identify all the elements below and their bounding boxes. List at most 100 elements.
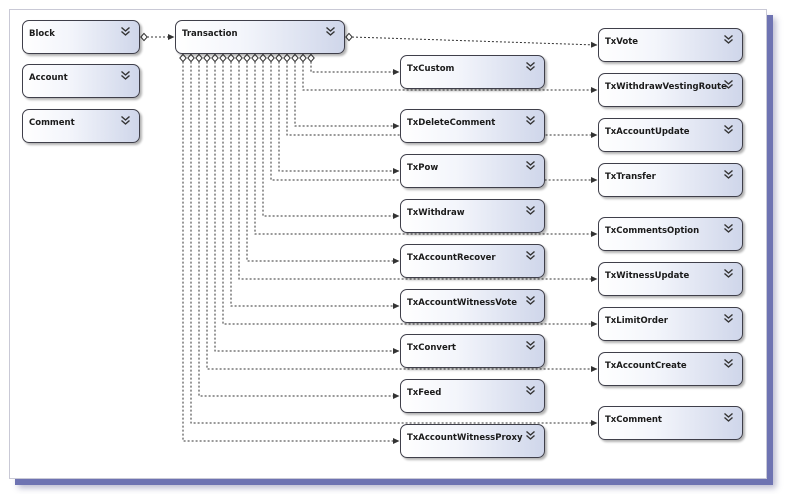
node-tx-comment-label: TxComment [605, 415, 662, 425]
connector-transaction-tx-feed [198, 61, 400, 399]
node-tx-vote-label: TxVote [605, 37, 639, 47]
connector-transaction-tx-pow [278, 61, 400, 174]
node-block-label: Block [29, 29, 55, 39]
node-tx-account-update[interactable]: TxAccountUpdate [598, 118, 743, 152]
double-chevron-down-icon[interactable] [723, 169, 734, 180]
double-chevron-down-icon[interactable] [525, 385, 536, 396]
node-tx-comment[interactable]: TxComment [598, 406, 743, 440]
double-chevron-down-icon[interactable] [723, 412, 734, 423]
double-chevron-down-icon[interactable] [525, 340, 536, 351]
connector-transaction-tx-vote [351, 36, 598, 48]
node-comment-label: Comment [29, 118, 75, 128]
aggregation-diamond-tx-convert [211, 53, 219, 63]
aggregation-diamond-tx-withdraw [259, 53, 267, 63]
aggregation-diamond-tx-comment [187, 53, 195, 63]
aggregation-diamond-tx-account-recover [243, 53, 251, 63]
node-transaction[interactable]: Transaction [175, 20, 345, 54]
aggregation-diamond-tx-pow [275, 53, 283, 63]
aggregation-diamond-tx-transfer [267, 53, 275, 63]
node-tx-convert[interactable]: TxConvert [400, 334, 545, 368]
connector-transaction-tx-withdraw-vesting-route [302, 61, 598, 93]
aggregation-diamond-tx-account-update [283, 53, 291, 63]
connector-transaction-tx-witness-update [238, 61, 598, 282]
double-chevron-down-icon[interactable] [525, 430, 536, 441]
node-tx-withdraw-label: TxWithdraw [407, 208, 465, 218]
node-tx-pow-label: TxPow [407, 163, 439, 173]
double-chevron-down-icon[interactable] [723, 313, 734, 324]
node-tx-comments-option-label: TxCommentsOption [605, 226, 700, 236]
node-tx-account-witness-proxy[interactable]: TxAccountWitnessProxy [400, 424, 545, 458]
double-chevron-down-icon[interactable] [525, 160, 536, 171]
node-tx-account-witness-vote-label: TxAccountWitnessVote [407, 298, 518, 308]
node-tx-account-create-label: TxAccountCreate [605, 361, 687, 371]
connector-transaction-tx-limit-order [222, 61, 598, 327]
node-tx-delete-comment-label: TxDeleteComment [407, 118, 496, 128]
node-tx-account-update-label: TxAccountUpdate [605, 127, 690, 137]
connector-transaction-tx-convert [214, 61, 400, 354]
node-tx-delete-comment[interactable]: TxDeleteComment [400, 109, 545, 143]
double-chevron-down-icon[interactable] [723, 34, 734, 45]
double-chevron-down-icon[interactable] [723, 79, 734, 90]
node-tx-withdraw-vesting-route[interactable]: TxWithdrawVestingRoute [598, 73, 743, 107]
node-tx-feed-label: TxFeed [407, 388, 442, 398]
aggregation-diamond-tx-custom [307, 53, 315, 63]
connector-transaction-tx-comment [190, 61, 598, 426]
double-chevron-down-icon[interactable] [723, 358, 734, 369]
connector-transaction-tx-custom [310, 61, 400, 75]
double-chevron-down-icon[interactable] [723, 268, 734, 279]
double-chevron-down-icon[interactable] [525, 61, 536, 72]
node-tx-custom-label: TxCustom [407, 64, 455, 74]
node-tx-witness-update[interactable]: TxWitnessUpdate [598, 262, 743, 296]
double-chevron-down-icon[interactable] [723, 223, 734, 234]
node-tx-transfer-label: TxTransfer [605, 172, 656, 182]
node-tx-limit-order[interactable]: TxLimitOrder [598, 307, 743, 341]
double-chevron-down-icon[interactable] [525, 295, 536, 306]
connector-transaction-tx-account-witness-vote [230, 61, 400, 309]
aggregation-diamond-tx-delete-comment [291, 53, 299, 63]
connector-transaction-tx-withdraw [262, 61, 400, 219]
node-tx-account-recover[interactable]: TxAccountRecover [400, 244, 545, 278]
node-comment[interactable]: Comment [22, 109, 140, 143]
node-block[interactable]: Block [22, 20, 140, 54]
node-tx-vote[interactable]: TxVote [598, 28, 743, 62]
aggregation-diamond-tx-comments-option [251, 53, 259, 63]
node-tx-pow[interactable]: TxPow [400, 154, 545, 188]
double-chevron-down-icon[interactable] [723, 124, 734, 135]
node-account-label: Account [29, 73, 68, 83]
connector-transaction-tx-account-recover [246, 61, 400, 264]
node-tx-account-witness-proxy-label: TxAccountWitnessProxy [407, 433, 523, 443]
node-tx-custom[interactable]: TxCustom [400, 55, 545, 89]
aggregation-diamond-transaction-right [345, 32, 353, 42]
connector-transaction-tx-comments-option [254, 61, 598, 237]
node-tx-limit-order-label: TxLimitOrder [605, 316, 668, 326]
aggregation-diamond-tx-account-create [203, 53, 211, 63]
double-chevron-down-icon[interactable] [525, 115, 536, 126]
aggregation-diamond-tx-limit-order [219, 53, 227, 63]
aggregation-diamond-tx-witness-update [235, 53, 243, 63]
node-tx-withdraw[interactable]: TxWithdraw [400, 199, 545, 233]
aggregation-diamond-block [140, 32, 148, 42]
aggregation-diamond-tx-account-witness-vote [227, 53, 235, 63]
node-tx-convert-label: TxConvert [407, 343, 456, 353]
double-chevron-down-icon[interactable] [120, 70, 131, 81]
double-chevron-down-icon[interactable] [525, 205, 536, 216]
double-chevron-down-icon[interactable] [120, 26, 131, 37]
double-chevron-down-icon[interactable] [325, 26, 336, 37]
double-chevron-down-icon[interactable] [120, 115, 131, 126]
double-chevron-down-icon[interactable] [525, 250, 536, 261]
node-tx-witness-update-label: TxWitnessUpdate [605, 271, 690, 281]
node-tx-transfer[interactable]: TxTransfer [598, 163, 743, 197]
node-account[interactable]: Account [22, 64, 140, 98]
node-tx-feed[interactable]: TxFeed [400, 379, 545, 413]
aggregation-diamond-tx-withdraw-vesting-route [299, 53, 307, 63]
aggregation-diamond-tx-account-witness-proxy [179, 53, 187, 63]
node-tx-comments-option[interactable]: TxCommentsOption [598, 217, 743, 251]
connector-transaction-tx-delete-comment [294, 61, 400, 129]
node-transaction-label: Transaction [182, 29, 238, 39]
node-tx-account-create[interactable]: TxAccountCreate [598, 352, 743, 386]
node-tx-withdraw-vesting-route-label: TxWithdrawVestingRoute [605, 82, 727, 92]
aggregation-diamond-tx-feed [195, 53, 203, 63]
node-tx-account-witness-vote[interactable]: TxAccountWitnessVote [400, 289, 545, 323]
node-tx-account-recover-label: TxAccountRecover [407, 253, 496, 263]
